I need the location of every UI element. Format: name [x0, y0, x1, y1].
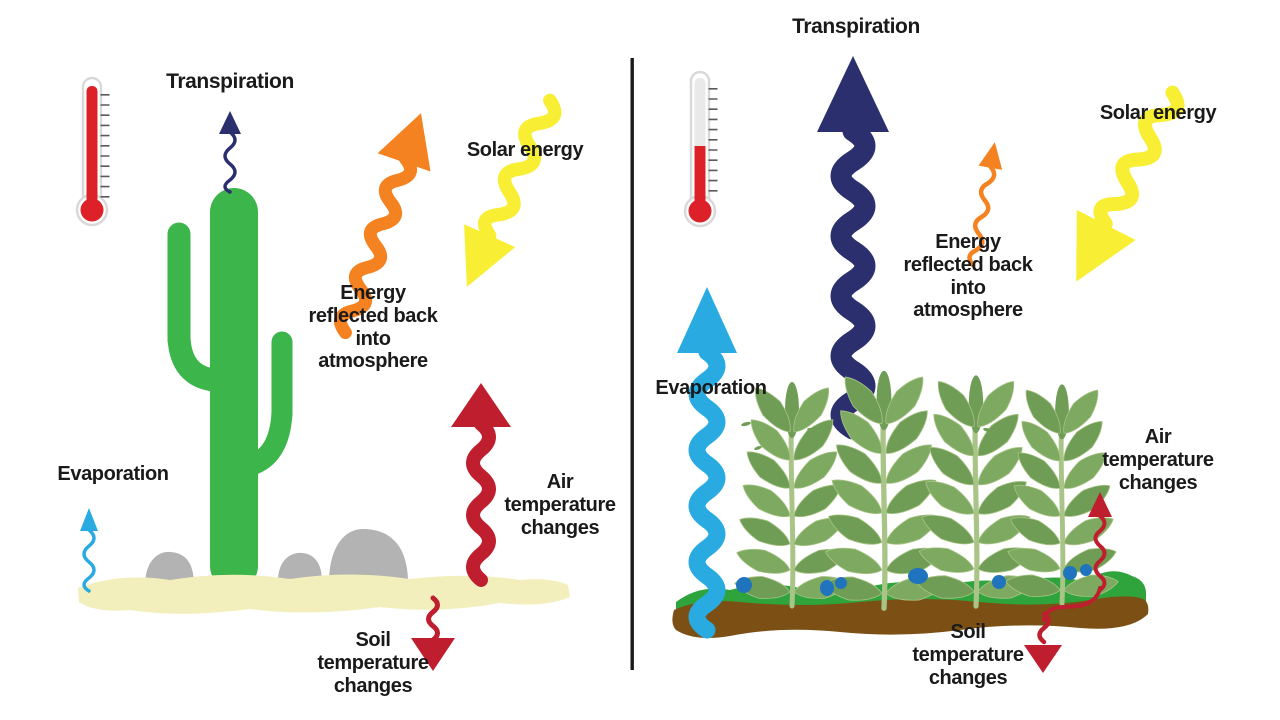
reflected-energy-arrow — [333, 113, 431, 340]
sand-ground — [78, 574, 570, 614]
label-air-temperature: Air temperature changes — [1102, 426, 1214, 494]
cactus — [167, 188, 293, 590]
label-transpiration: Transpiration — [166, 70, 294, 93]
label-evaporation: Evaporation — [655, 377, 767, 399]
label-solar-energy: Solar energy — [1099, 102, 1217, 124]
label-solar-energy: Solar energy — [466, 139, 584, 161]
transpiration-arrow — [817, 56, 889, 440]
thermometer-icon — [683, 70, 718, 228]
rock — [278, 552, 322, 581]
panel-divider — [630, 58, 634, 670]
evaporation-arrow — [677, 287, 737, 639]
fern-hedge — [733, 370, 1120, 608]
soil-layer — [672, 596, 1149, 638]
label-transpiration: Transpiration — [792, 15, 920, 38]
transpiration-arrow — [219, 111, 241, 194]
air-temperature-arrow — [451, 383, 511, 587]
reflected-energy-arrow — [967, 142, 1003, 268]
panel-right-scene — [672, 56, 1185, 673]
rock — [145, 551, 194, 586]
soil-temperature-arrow — [1024, 611, 1062, 673]
water-droplets — [736, 564, 1092, 596]
panel-left-scene — [75, 76, 570, 671]
label-air-temperature: Air temperature changes — [504, 471, 616, 539]
leaf-specks — [741, 421, 993, 451]
rock — [329, 529, 408, 583]
thermometer-icon — [75, 76, 110, 227]
solar-energy-arrow — [464, 93, 562, 287]
soil-temperature-arrow — [411, 595, 455, 671]
label-energy-reflected: Energy reflected back into atmosphere — [903, 231, 1033, 322]
label-soil-temperature: Soil temperature changes — [912, 621, 1024, 689]
evaporation-arrow — [80, 508, 98, 593]
label-soil-temperature: Soil temperature changes — [317, 629, 429, 697]
solar-energy-arrow — [1076, 85, 1185, 282]
rocks — [145, 529, 408, 586]
label-energy-reflected: Energy reflected back into atmosphere — [308, 282, 438, 373]
label-evaporation: Evaporation — [57, 463, 169, 485]
